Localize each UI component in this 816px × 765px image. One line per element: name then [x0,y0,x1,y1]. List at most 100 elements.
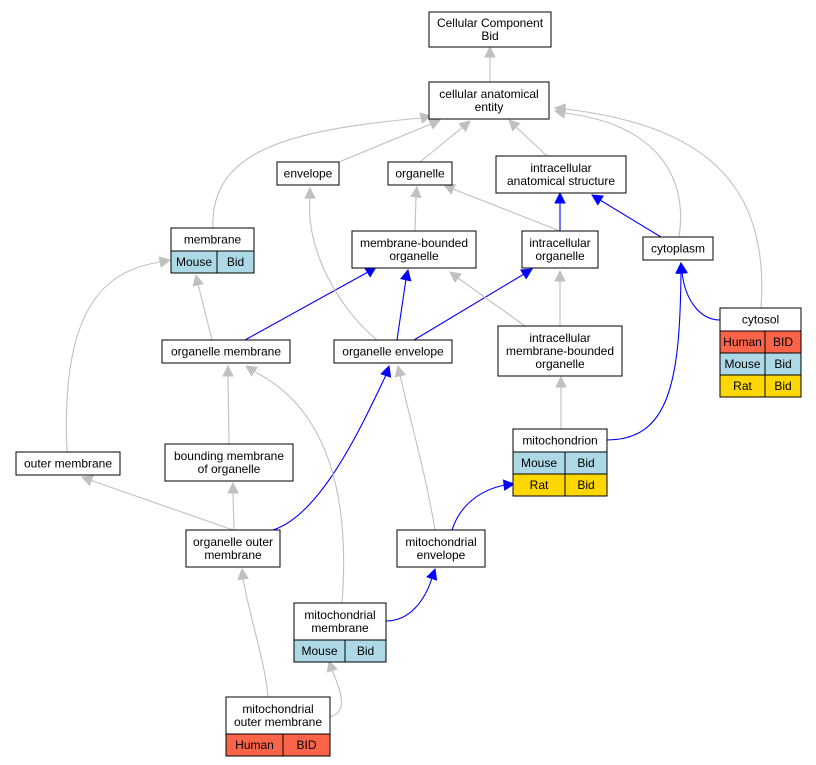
edge-gray [222,364,234,445]
edge-line [515,126,548,157]
node-label: of organelle [198,462,261,476]
node-envelope[interactable]: envelope [276,161,340,186]
node-box [351,230,477,269]
node-box [15,451,121,476]
node-om[interactable]: organelle membrane [161,339,291,364]
edge-blue [272,364,392,531]
edge-line [232,491,235,531]
arrowhead [400,268,412,282]
node-box [293,602,387,641]
arrowhead [237,567,249,581]
arrowhead [394,364,406,378]
node-oe[interactable]: organelle envelope [333,339,453,364]
edge-line [89,479,234,531]
node-outer[interactable]: outer membrane [15,451,121,476]
node-box [225,696,331,735]
node-label: mitochondrial [405,535,476,549]
node-label: organelle [535,357,585,371]
edge-gray [326,659,343,718]
edge-line [254,371,345,604]
edge-line [227,374,230,445]
node-label: cellular anatomical [439,87,538,101]
edge-blue [554,191,566,231]
edge-blue [385,567,438,622]
species-label: Mouse [176,255,212,269]
node-label: envelope [284,167,333,181]
arrowhead [502,479,516,491]
arrowhead [484,45,496,58]
arrowhead [554,269,566,282]
node-box [387,161,453,186]
edge-line [451,484,506,531]
node-label: membrane [204,548,262,562]
node-label: organelle membrane [171,345,281,359]
edge-line [599,199,662,238]
species-label: Rat [530,478,549,492]
node-label: outer membrane [24,457,112,471]
edge-gray [508,119,548,157]
node-label: organelle [535,249,585,263]
node-label: intracellular [529,236,590,250]
edge-blue [591,194,662,238]
edge-blue [451,479,516,531]
arrowhead [449,271,462,283]
arrowhead [158,256,172,268]
gene-cell [564,473,608,497]
edge-line [452,188,561,232]
edge-blue [396,268,412,341]
gene-cell [216,250,255,274]
species-label: Mouse [521,456,557,470]
node-label: organelle envelope [342,345,444,359]
gene-label: Bid [357,644,374,658]
edge-gray [410,185,422,232]
edge-line [457,277,526,327]
node-box [428,81,550,120]
edge-line [338,123,432,163]
edge-blue [244,266,377,341]
node-box [161,339,291,364]
arrowhead [426,567,438,581]
gene-label: BID [773,335,793,349]
node-box [164,443,294,482]
node-label: bounding membrane [174,449,284,463]
node-box [497,325,623,377]
edge-gray [554,269,566,326]
node-label: entity [475,100,504,114]
gene-label: Bid [774,379,791,393]
gene-cell [764,374,802,398]
node-organelle[interactable]: organelle [387,161,453,186]
edge-line [329,669,343,718]
node-cytoplasm[interactable]: cytoplasm [642,236,714,261]
arrowhead [508,119,521,132]
node-box [521,230,599,269]
node-box [495,155,627,194]
gene-label: Bid [774,357,791,371]
arrowhead [380,364,392,378]
edge-gray [65,256,172,453]
node-label: membrane [184,233,242,247]
node-label: cytosol [742,313,779,327]
arrowhead [222,364,234,377]
arrowhead [227,481,239,494]
node-box [396,529,486,568]
node-label: mitochondrial [304,608,375,622]
node-box [185,529,281,568]
